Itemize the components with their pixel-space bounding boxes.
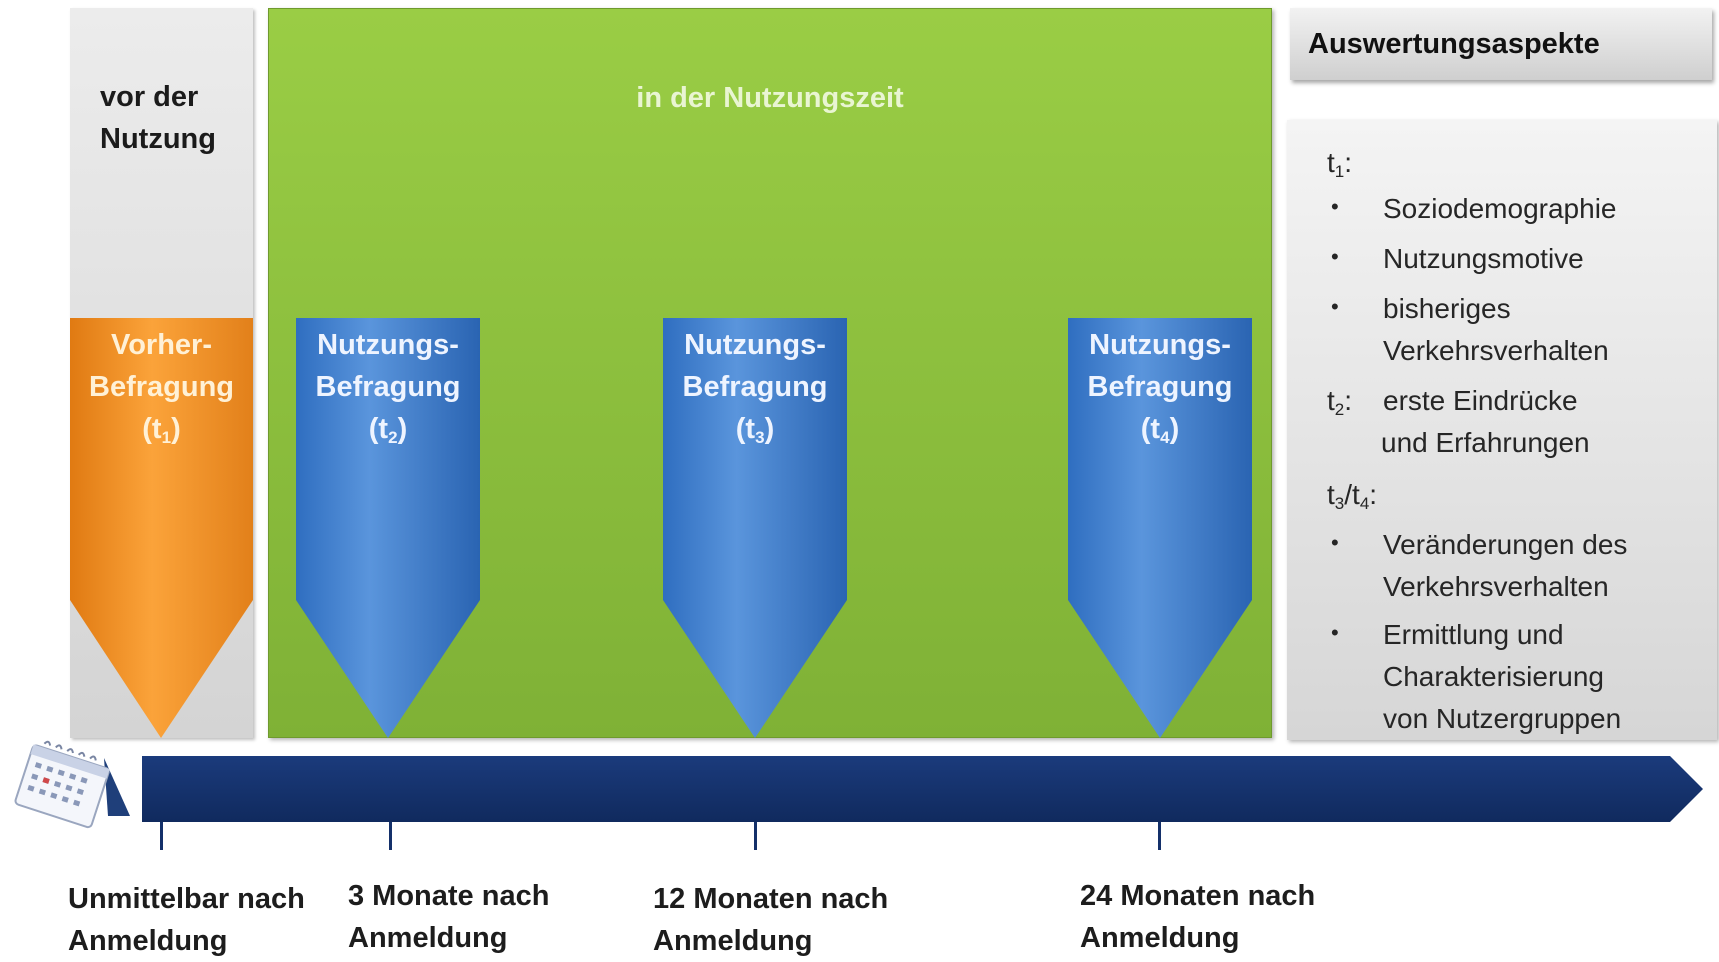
aspect-t2-label: t2: [1327, 385, 1353, 419]
survey-line2: Befragung [315, 371, 461, 403]
survey-line2: Befragung [682, 371, 828, 403]
timeline-label-line1: 3 Monate nach [348, 880, 550, 912]
bullet-icon: • [1331, 530, 1339, 555]
timeline-tick [1158, 822, 1161, 850]
survey-label-t4: Nutzungs- Befragung (t4) [1068, 324, 1252, 459]
survey-marker-t4: Nutzungs- Befragung (t4) [1068, 318, 1252, 738]
aspect-item: bisheriges [1383, 293, 1511, 324]
timeline-label: Unmittelbar nach Anmeldung [68, 878, 305, 962]
calendar-icon [14, 740, 130, 829]
survey-line2: Befragung [89, 371, 234, 403]
survey-label-t1: Vorher- Befragung (t1) [70, 324, 253, 459]
timeline-tick [160, 822, 163, 850]
survey-marker-t3: Nutzungs- Befragung (t3) [663, 318, 847, 738]
timeline-tick [389, 822, 392, 850]
survey-marker-t2: Nutzungs- Befragung (t2) [296, 318, 480, 738]
aspect-t3-t4-label: t3/t4: [1327, 479, 1378, 513]
survey-label-t3: Nutzungs- Befragung (t3) [663, 324, 847, 459]
aspect-item: Ermittlung und [1383, 619, 1564, 650]
bullet-icon: • [1331, 194, 1339, 219]
aspect-t2-text: und Erfahrungen [1381, 427, 1590, 458]
timeline-label-line2: Anmeldung [1080, 922, 1240, 954]
timeline-arrow [142, 756, 1703, 822]
timeline-label: 24 Monaten nach Anmeldung [1080, 875, 1315, 959]
aspects-panel: t1: • Soziodemographie • Nutzungsmotive … [1287, 120, 1717, 740]
timeline-label: 12 Monaten nach Anmeldung [653, 878, 888, 962]
timeline-label-line1: Unmittelbar nach [68, 883, 305, 915]
aspect-item: Verkehrsverhalten [1383, 335, 1609, 366]
usage-period-title: in der Nutzungszeit [636, 82, 904, 114]
survey-id: (t2) [368, 413, 408, 447]
timeline-label-line2: Anmeldung [68, 925, 228, 957]
survey-line2: Befragung [1087, 371, 1233, 403]
bullet-icon: • [1331, 294, 1339, 319]
survey-line1: Nutzungs- [684, 329, 826, 361]
marker-shape-t3 [663, 318, 847, 738]
survey-id: (t4) [1140, 413, 1180, 447]
aspect-item: Veränderungen des [1383, 529, 1628, 560]
aspect-item: Soziodemographie [1383, 193, 1617, 224]
timeline-label: 3 Monate nach Anmeldung [348, 875, 549, 959]
marker-shape-t4 [1068, 318, 1252, 738]
aspect-t2-text: erste Eindrücke [1383, 385, 1578, 416]
survey-line1: Nutzungs- [317, 329, 459, 361]
aspect-item: Nutzungsmotive [1383, 243, 1584, 274]
aspect-item: von Nutzergruppen [1383, 703, 1622, 734]
timeline-label-line2: Anmeldung [348, 922, 508, 954]
timeline-label-line1: 12 Monaten nach [653, 883, 889, 915]
pre-usage-title: vor der Nutzung [100, 81, 216, 155]
survey-label-t2: Nutzungs- Befragung (t2) [296, 324, 480, 459]
survey-marker-t1: Vorher- Befragung (t1) [70, 318, 253, 738]
survey-id: (t1) [142, 413, 181, 447]
aspects-header-title: Auswertungsaspekte [1308, 28, 1600, 60]
aspect-item: Verkehrsverhalten [1383, 571, 1609, 602]
aspect-t1-label: t1: [1327, 147, 1353, 181]
timeline-label-line2: Anmeldung [653, 925, 813, 957]
marker-shape-t2 [296, 318, 480, 738]
survey-line1: Nutzungs- [1089, 329, 1231, 361]
bullet-icon: • [1331, 620, 1339, 645]
marker-shape-t1 [70, 318, 253, 738]
aspects-header: Auswertungsaspekte [1290, 8, 1712, 80]
timeline-tick [754, 822, 757, 850]
timeline-label-line1: 24 Monaten nach [1080, 880, 1316, 912]
aspect-item: Charakterisierung [1383, 661, 1604, 692]
survey-id: (t3) [735, 413, 775, 447]
bullet-icon: • [1331, 244, 1339, 269]
survey-line1: Vorher- [111, 329, 212, 361]
